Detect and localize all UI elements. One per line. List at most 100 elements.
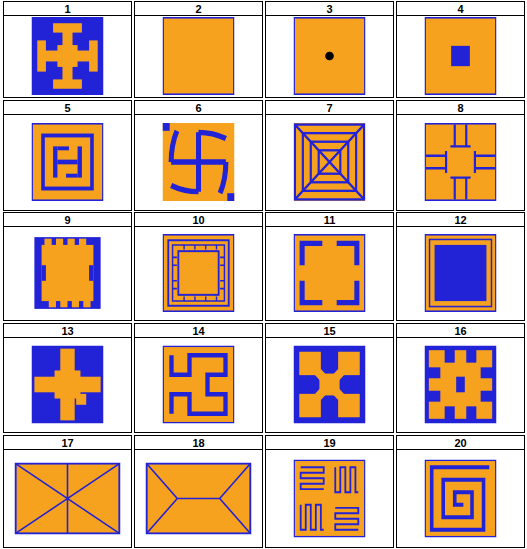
callout-number: 16 xyxy=(454,326,466,337)
table-cell-border xyxy=(135,2,263,16)
callout-number: 15 xyxy=(323,326,335,337)
table-cell-border xyxy=(266,16,394,98)
table-cell-border xyxy=(266,213,394,227)
cell-number-header: 18 xyxy=(135,436,262,450)
table-cell-border xyxy=(4,436,132,450)
table-cell-border xyxy=(135,450,263,548)
table-cell-border xyxy=(135,101,263,115)
table-cell-border xyxy=(397,338,525,433)
table-cell-border xyxy=(397,227,525,321)
callout-number: 13 xyxy=(61,326,73,337)
table-cell-border xyxy=(397,450,525,548)
table-cell-border xyxy=(266,101,394,115)
table-cell-border xyxy=(266,338,394,433)
table-cell-border xyxy=(4,338,132,433)
meander-frame-cell xyxy=(163,235,234,311)
table-cell-border xyxy=(397,324,525,338)
table-cell-border xyxy=(135,324,263,338)
cell-number-header: 1 xyxy=(4,2,131,16)
cell-number-header: 3 xyxy=(266,2,393,16)
cell-number-header: 6 xyxy=(135,101,262,115)
table-cell-border xyxy=(266,324,394,338)
callout-number: 8 xyxy=(457,103,463,114)
cell-number-header: 11 xyxy=(266,213,393,227)
table-cell-border xyxy=(266,227,394,321)
table-cell-border xyxy=(4,450,132,548)
diagonal-line-cell xyxy=(16,464,120,534)
curved-arm-cell xyxy=(163,123,235,201)
callout-number: 2 xyxy=(195,4,201,15)
cell-number-header: 17 xyxy=(4,436,131,450)
square-spiral-cell xyxy=(425,460,496,536)
table-cell-border xyxy=(135,16,263,98)
table-cell-border xyxy=(266,2,394,16)
callout-number: 10 xyxy=(192,215,204,226)
cell-number-header: 15 xyxy=(266,324,393,338)
split-ring-cell xyxy=(294,235,365,311)
table-cell-border xyxy=(135,338,263,433)
callout-number: 12 xyxy=(454,215,466,226)
h-slot-cell xyxy=(32,124,103,200)
table-cell-border xyxy=(397,16,525,98)
jerusalem-cross-cell xyxy=(32,17,104,95)
table-cell-border xyxy=(397,213,525,227)
table-cell-border xyxy=(4,2,132,16)
table-grid xyxy=(4,2,525,548)
cell-number-header: 2 xyxy=(135,2,262,16)
callout-number: 9 xyxy=(64,215,70,226)
square-slot-cell xyxy=(425,18,496,94)
table-cell-border xyxy=(135,213,263,227)
table-cell-border xyxy=(4,227,132,321)
plus-patch-cell xyxy=(32,346,104,424)
table-cell-border xyxy=(135,436,263,450)
dot-patch-cell xyxy=(294,18,365,94)
cell-number-header: 9 xyxy=(4,213,131,227)
cell-number-header: 7 xyxy=(266,101,393,115)
callout-number: 1 xyxy=(64,4,70,15)
callout-number: 17 xyxy=(61,438,73,449)
callout-number: 7 xyxy=(326,103,332,114)
table-cell-border xyxy=(135,115,263,211)
callout-number: 18 xyxy=(192,438,204,449)
cell-number-header: 20 xyxy=(397,436,524,450)
callout-number: 6 xyxy=(195,103,201,114)
cell-number-header: 4 xyxy=(397,2,524,16)
hilbert-curve-cell xyxy=(163,346,234,422)
edge-slot-cell xyxy=(425,124,496,200)
table-cell-border xyxy=(4,213,132,227)
plain-patch-cell xyxy=(163,18,234,94)
table-cell-border xyxy=(397,101,525,115)
table-cell-border xyxy=(4,324,132,338)
callout-number: 14 xyxy=(192,326,204,337)
nested-square-cell xyxy=(294,123,366,201)
cell-number-header: 12 xyxy=(397,213,524,227)
meander-slot-cell xyxy=(294,460,365,536)
hexagon-line-cell xyxy=(147,464,251,534)
cell-number-header: 5 xyxy=(4,101,131,115)
corner-block-cell xyxy=(294,346,366,424)
callout-number: 3 xyxy=(326,4,332,15)
callout-number: 20 xyxy=(454,438,466,449)
cell-number-header: 16 xyxy=(397,324,524,338)
table-cell-border xyxy=(266,115,394,211)
table-cell-border xyxy=(397,115,525,211)
table-cell-border xyxy=(397,2,525,16)
callout-number: 4 xyxy=(457,4,463,15)
callout-number: 5 xyxy=(64,103,70,114)
cell-number-header: 8 xyxy=(397,101,524,115)
table-cell-border xyxy=(4,16,132,98)
table-cell-border xyxy=(266,436,394,450)
crenellated-cell xyxy=(34,237,100,309)
callout-number: 11 xyxy=(324,215,336,226)
cell-number-header: 19 xyxy=(266,436,393,450)
table-cell-border xyxy=(397,436,525,450)
cell-number-header: 13 xyxy=(4,324,131,338)
table-cell-border xyxy=(135,227,263,321)
cell-number-header: 10 xyxy=(135,213,262,227)
table-cell-border xyxy=(4,101,132,115)
fractal-cross-cell xyxy=(425,346,497,424)
callout-number: 19 xyxy=(323,438,335,449)
table-cell-border xyxy=(266,450,394,548)
table-cell-border xyxy=(4,115,132,211)
